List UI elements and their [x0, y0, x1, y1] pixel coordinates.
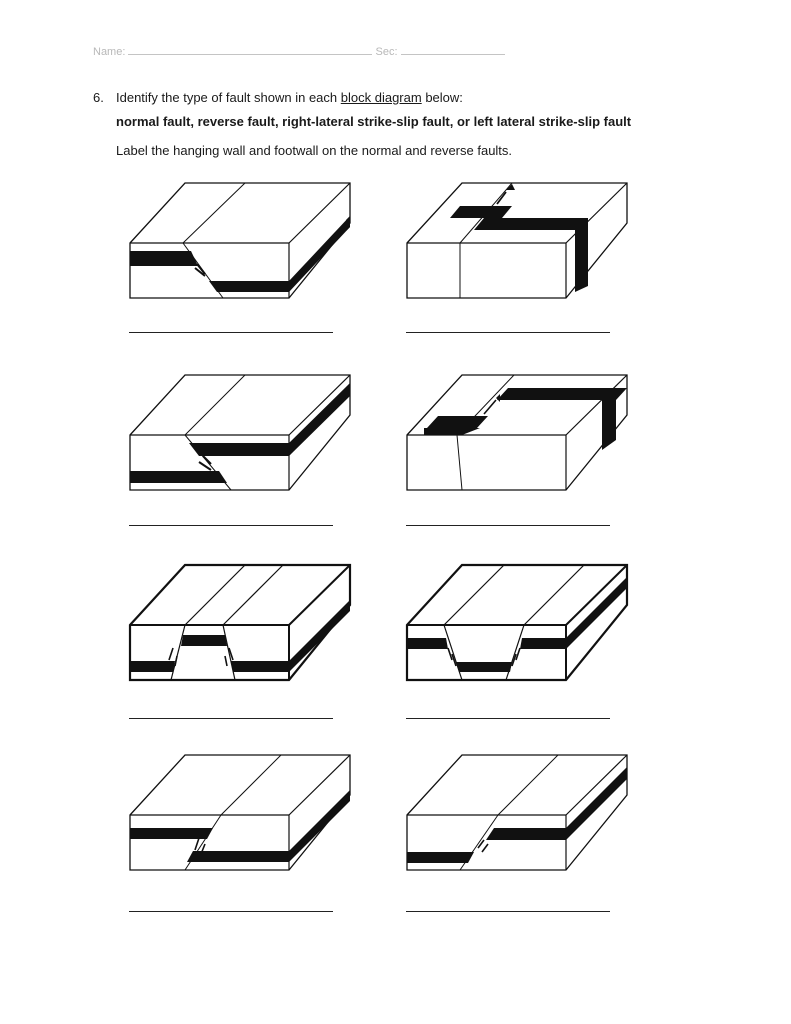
name-label: Name: [93, 46, 126, 58]
block-diagram-4 [402, 370, 642, 540]
block-diagram-5 [125, 560, 365, 730]
question-number: 6. [93, 90, 104, 105]
sec-field[interactable] [400, 44, 505, 55]
block-diagram-8 [402, 750, 642, 920]
block-diagram-2 [402, 178, 642, 348]
fault-type-options: normal fault, reverse fault, right-later… [116, 114, 632, 129]
block-diagram-3 [125, 370, 365, 540]
prompt-text-2: below: [421, 90, 463, 105]
sec-label: Sec: [375, 46, 398, 58]
answer-line-6[interactable] [406, 718, 610, 719]
answer-line-7[interactable] [129, 911, 333, 912]
question-prompt: Identify the type of fault shown in each… [116, 90, 463, 105]
prompt-text-1: Identify the type of fault shown in each [116, 90, 341, 105]
prompt-underlined: block diagram [340, 90, 422, 105]
name-field[interactable] [128, 44, 373, 55]
block-diagram-7 [125, 750, 365, 920]
answer-line-2[interactable] [406, 332, 610, 333]
answer-line-8[interactable] [406, 911, 610, 912]
answer-line-4[interactable] [406, 525, 610, 526]
answer-line-1[interactable] [129, 332, 333, 333]
question-instruction: Label the hanging wall and footwall on t… [116, 143, 513, 158]
block-diagram-6 [402, 560, 642, 730]
header: Name: Sec: [93, 44, 505, 58]
answer-line-5[interactable] [129, 718, 333, 719]
block-diagram-1 [125, 178, 365, 348]
answer-line-3[interactable] [129, 525, 333, 526]
